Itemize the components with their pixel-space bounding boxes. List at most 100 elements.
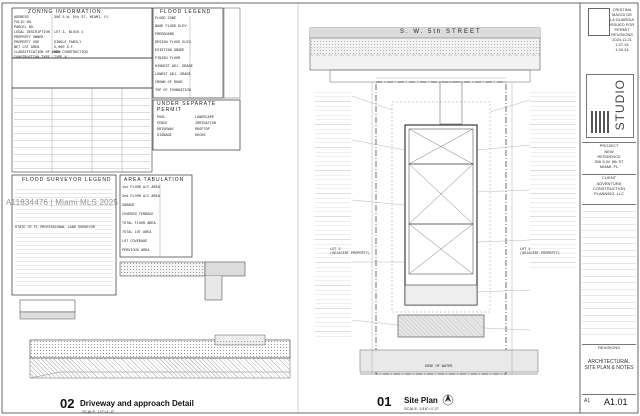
soil-hatch: [30, 358, 290, 378]
flood-row-2: FREEBOARD: [155, 33, 174, 37]
under-separate-title: UNDER SEPARATE PERMIT: [157, 101, 217, 113]
water-label: EDGE OF WATER: [425, 365, 453, 369]
surveyor-notes-text: [15, 186, 113, 286]
flood-row-3: DESIGN FLOOD ELEV.: [155, 41, 193, 45]
area-row-3: COVERED TERRACE: [122, 213, 154, 217]
site-plan-scale: SCALE: 1/16"=1'-0": [404, 406, 439, 411]
under-separate-list: POOL FENCE DRIVEWAY SIGNAGE LANDSCAPE IR…: [157, 116, 237, 148]
permit-item-3: SIGNAGE: [157, 134, 172, 138]
pool-hatch: [398, 315, 484, 337]
zoning-value-5: SINGLE FAMILY: [54, 41, 82, 45]
detail-title: Driveway and approach Detail: [80, 399, 194, 408]
area-row-6: LOT COVERAGE: [122, 240, 148, 244]
studio-logo-mark: [591, 111, 609, 133]
permit-item-5: IRRIGATION: [195, 122, 217, 126]
area-row-2: GARAGE: [122, 204, 135, 208]
surveyor-signature: STATE OF FL PROFESSIONAL LAND SURVEYOR: [15, 226, 95, 230]
title-block: CRISTINA MAGGI DE LA GUARDIA ISSUED FOR …: [582, 4, 636, 412]
area-row-4: TOTAL FLOOR AREA: [122, 222, 156, 226]
zoning-label-1: FOLIO NO.: [14, 21, 33, 25]
architect-line-1: MAGGI DE: [611, 12, 632, 17]
site-plan-title: Site Plan: [404, 396, 438, 405]
architect-line-0: CRISTINA: [612, 7, 632, 12]
revisions-label: REVISIONS: [582, 344, 636, 350]
area-row-1: 2nd FLOOR A/C AREA: [122, 195, 160, 199]
area-row-0: 1st FLOOR A/C AREA: [122, 186, 160, 190]
permit-item-7: DOCKS: [195, 134, 206, 138]
client-line-0: ADVENTURA: [596, 181, 622, 186]
zoning-value-3: LOT 3, BLOCK 1: [54, 31, 84, 35]
studio-logo-box: STUDIO: [586, 74, 634, 138]
date-0: 2024.11.21: [612, 37, 632, 42]
project-label: PROJECT: [582, 142, 636, 148]
zoning-label-8: CONSTRUCTION TYPE: [14, 56, 50, 60]
project-info: NEW RESIDENCE 306 S.W. 5th ST MIAMI, FL: [582, 149, 636, 169]
zoning-label-5: PROPERTY USE: [14, 41, 40, 45]
detail-scale: SCALE: 1/2"=1'-0": [82, 409, 115, 414]
project-line-2: 306 S.W. 5th ST: [594, 159, 624, 164]
architect-line-4: PERMIT: [614, 27, 630, 32]
flood-row-8: CROWN OF ROAD: [155, 81, 183, 85]
road-fill: [310, 40, 540, 54]
architect-line-3: ISSUED FOR: [609, 22, 635, 27]
sheet-title: ARCHITECTURAL SITE PLAN & NOTES: [584, 359, 634, 371]
project-line-0: NEW: [604, 149, 614, 154]
sheet-prefix: A1: [584, 398, 591, 404]
flood-row-0: FLOOD ZONE: [155, 17, 177, 21]
area-row-7: PERVIOUS AREA: [122, 249, 150, 253]
flood-row-7: LOWEST ADJ. GRADE: [155, 73, 191, 77]
site-notes-right: [530, 88, 576, 268]
flood-legend-title: FLOOD LEGEND: [160, 9, 212, 15]
client-line-1: CONSTRUCTION: [592, 186, 626, 191]
architect-line-5: REVISIONS: [611, 32, 633, 37]
studio-logo-text: STUDIO: [613, 79, 627, 131]
flood-row-6: HIGHEST ADJ. GRADE: [155, 65, 193, 69]
project-line-1: RESIDENCE: [597, 154, 621, 159]
site-plan-number: 01: [377, 394, 392, 409]
client-label: CLIENT: [582, 174, 636, 180]
permit-item-2: DRIVEWAY: [157, 128, 174, 132]
area-row-5: TOTAL LOT AREA: [122, 231, 152, 235]
zoning-title: ZONING INFORMATION:: [28, 9, 104, 15]
permit-item-1: FENCE: [157, 122, 168, 126]
client-line-2: PLANNING, LLC: [593, 191, 624, 196]
zoning-label-6: NET LOT AREA: [14, 46, 40, 50]
zoning-label-0: ADDRESS: [14, 16, 29, 20]
gravel-fill: [30, 340, 290, 358]
architect-info: CRISTINA MAGGI DE LA GUARDIA ISSUED FOR …: [608, 7, 636, 52]
flood-row-4: EXISTING GRADE: [155, 49, 185, 53]
detail-number: 02: [60, 396, 75, 411]
permit-item-6: ROOFTOP: [195, 128, 210, 132]
zoning-value-7: NEW CONSTRUCTION: [54, 51, 88, 55]
flood-row-1: BASE FLOOD ELEV.: [155, 25, 189, 29]
site-notes-left: [315, 88, 351, 338]
zoning-value-6: 5,000 S.F.: [54, 46, 76, 50]
zoning-label-7: CLASSIFICATION OF WORK: [14, 51, 61, 55]
revision-table: [582, 204, 636, 340]
project-line-3: MIAMI, FL: [599, 164, 619, 169]
client-info: ADVENTURA CONSTRUCTION PLANNING, LLC: [582, 181, 636, 196]
sheet-number-box: A1 A1.01: [582, 394, 636, 407]
mls-watermark: A11834476 | Miami MLS 2025: [6, 198, 119, 207]
zoning-label-4: PROPERTY OWNER: [14, 36, 44, 40]
zoning-label-3: LEGAL DESCRIPTION: [14, 31, 50, 35]
date-1: 1.07.24: [615, 42, 629, 47]
sheet-number: A1.01: [604, 397, 628, 407]
date-2: 1.09.24: [615, 47, 629, 52]
area-tab-title: AREA TABULATION: [124, 177, 185, 183]
permit-item-0: POOL: [157, 116, 166, 120]
permit-item-4: LANDSCAPE: [195, 116, 214, 120]
flood-row-5: FINISH FLOOR: [155, 57, 181, 61]
zoning-label-2: PARCEL NO.: [14, 26, 36, 30]
architect-line-2: LA GUARDIA: [609, 17, 634, 22]
zoning-value-0: 306 S.W. 5th ST, MIAMI, FL: [54, 16, 109, 20]
paver-fill: [120, 262, 205, 276]
flood-surveyor-title: FLOOD SURVEYOR LEGEND: [22, 177, 112, 183]
zoning-grid: [14, 92, 150, 170]
flood-row-9: TOP OF FOUNDATION: [155, 89, 191, 93]
zoning-value-8: TYPE V: [54, 56, 67, 60]
street-name: S. W. 5th STREET: [400, 29, 482, 35]
architect-seal: [588, 8, 610, 36]
